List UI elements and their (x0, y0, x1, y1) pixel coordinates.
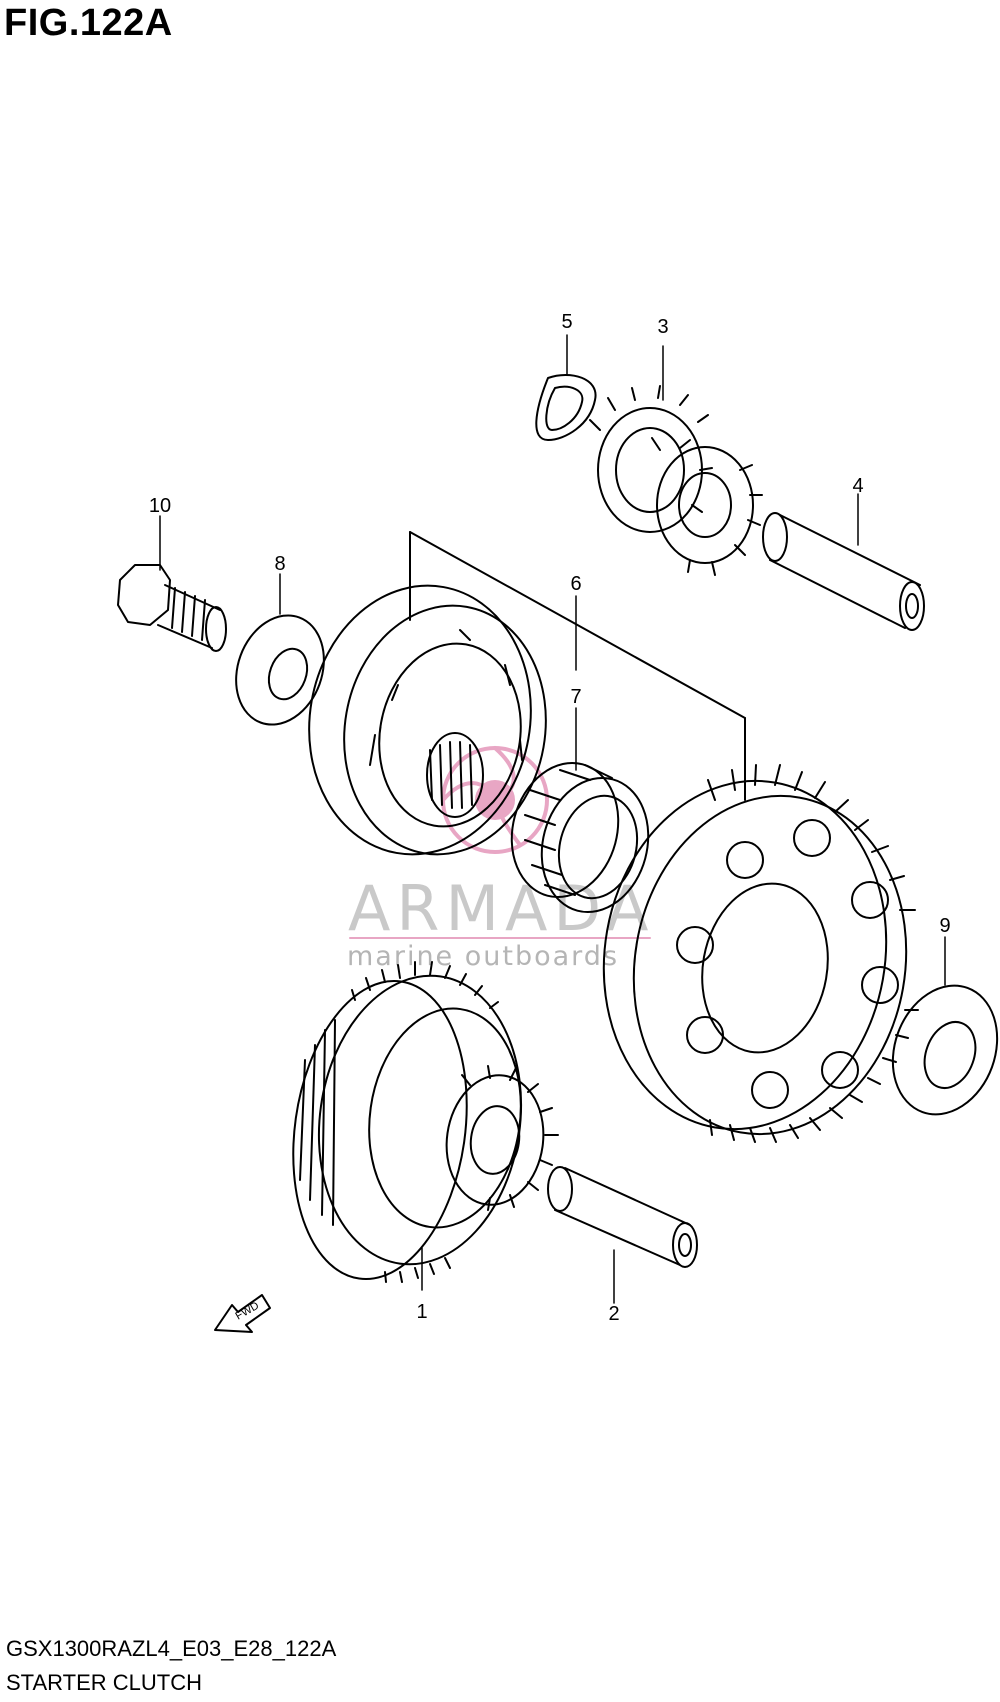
leader-lines (160, 335, 945, 1303)
part-2-shaft[interactable] (548, 1167, 697, 1267)
starter-clutch-gear[interactable] (577, 758, 933, 1156)
part-1-starter-clutch-assy[interactable] (275, 962, 558, 1290)
part-9-washer[interactable] (875, 971, 1000, 1129)
fwd-label: FWD (234, 1300, 262, 1323)
part-4-shaft[interactable] (763, 513, 924, 630)
callout-7: 7 (570, 686, 581, 708)
figure-title: FIG.122A (4, 2, 173, 44)
part-5-snap-ring[interactable] (536, 375, 595, 440)
watermark-tagline: marine outboards (347, 941, 619, 972)
callout-4: 4 (852, 475, 863, 497)
watermark: ARMADA marine outboards (347, 748, 654, 972)
callout-5: 5 (561, 311, 572, 333)
part-3-idle-gear[interactable] (590, 386, 762, 575)
callout-numbers: 1 2 3 4 5 6 7 8 9 10 (149, 311, 951, 1325)
callout-3: 3 (657, 316, 668, 338)
callout-2: 2 (608, 1303, 619, 1325)
callout-8: 8 (274, 553, 285, 575)
assembly-bracket (410, 532, 745, 800)
one-way-clutch-housing[interactable] (288, 568, 565, 872)
watermark-brand: ARMADA (348, 872, 654, 945)
section-name: STARTER CLUTCH (6, 1670, 202, 1695)
fwd-arrow-icon: FWD (215, 1295, 270, 1332)
callout-1: 1 (416, 1301, 427, 1323)
callout-9: 9 (939, 915, 950, 937)
part-8-washer[interactable] (221, 603, 338, 737)
callout-6: 6 (570, 573, 581, 595)
model-code: GSX1300RAZL4_E03_E28_122A (6, 1636, 337, 1661)
callout-10: 10 (149, 495, 171, 517)
part-10-bolt[interactable] (118, 565, 226, 651)
